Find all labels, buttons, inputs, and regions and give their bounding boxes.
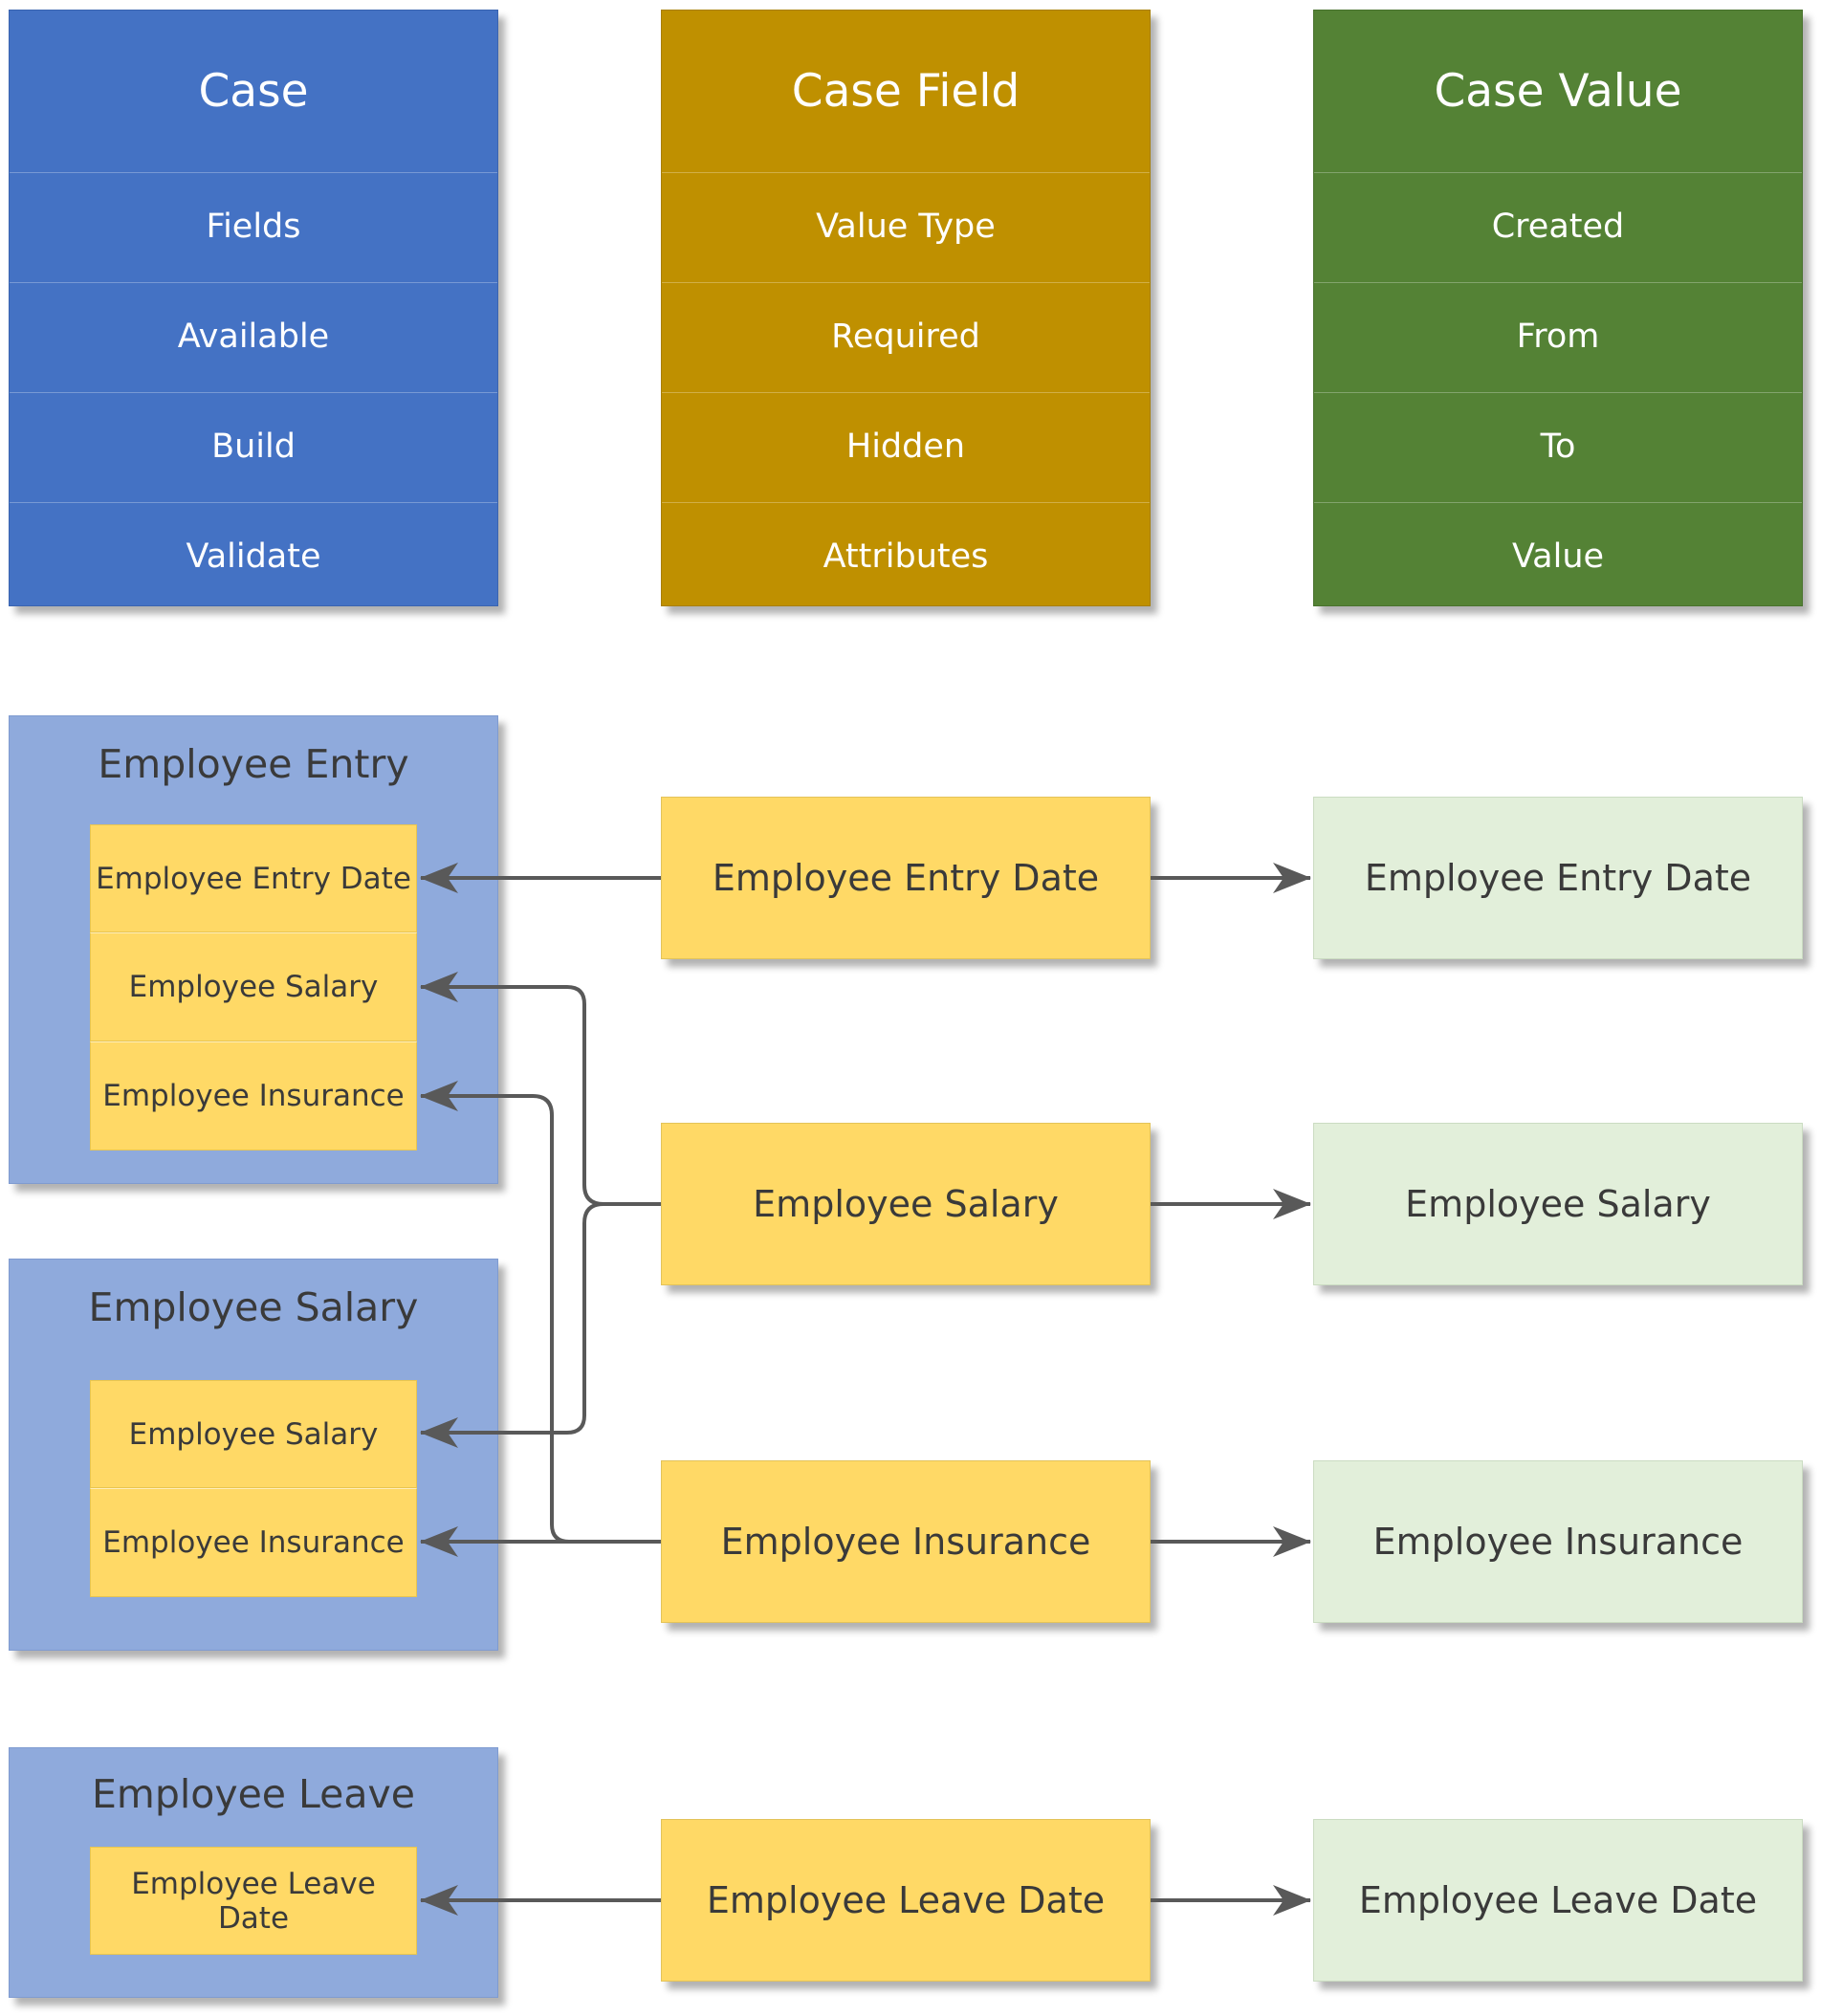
case-value-box: Employee Leave Date — [1313, 1819, 1803, 1982]
case-field-box: Employee Leave Date — [661, 1819, 1151, 1982]
case-group-employee-entry: Employee Entry Employee Entry Date Emplo… — [9, 715, 498, 1184]
case-value-box: Employee Insurance — [1313, 1460, 1803, 1623]
case-header-title: Case — [198, 65, 309, 118]
case-field-cell: Employee Leave Date — [90, 1847, 417, 1955]
connector-salary-to-entry — [420, 972, 661, 1206]
case-value-row-value: Value — [1314, 502, 1802, 612]
case-row-build: Build — [10, 392, 497, 502]
case-field-cell: Employee Insurance — [90, 1041, 417, 1150]
case-field-header-title: Case Field — [791, 65, 1020, 118]
case-value-row-from: From — [1314, 282, 1802, 392]
case-value-row-created: Created — [1314, 172, 1802, 282]
case-group-title: Employee Entry — [98, 741, 409, 787]
case-value-box: Employee Salary — [1313, 1123, 1803, 1285]
case-field-cell: Employee Salary — [90, 1380, 417, 1488]
case-value-header-card: Case Value Created From To Value — [1313, 10, 1803, 606]
case-group-title: Employee Leave — [91, 1771, 416, 1817]
case-field-row-value-type: Value Type — [662, 172, 1150, 282]
case-row-validate: Validate — [10, 502, 497, 612]
case-field-box: Employee Entry Date — [661, 797, 1151, 959]
case-field-box: Employee Insurance — [661, 1460, 1151, 1623]
connector-insurance-to-entry — [420, 1081, 661, 1544]
case-field-header-card: Case Field Value Type Required Hidden At… — [661, 10, 1151, 606]
case-field-row-attributes: Attributes — [662, 502, 1150, 612]
case-row-fields: Fields — [10, 172, 497, 282]
connector-salary-to-salary — [420, 1202, 661, 1448]
case-field-cell: Employee Salary — [90, 932, 417, 1041]
case-group-title: Employee Salary — [88, 1284, 419, 1330]
case-field-cell: Employee Insurance — [90, 1488, 417, 1597]
case-group-employee-salary: Employee Salary Employee Salary Employee… — [9, 1259, 498, 1651]
case-row-available: Available — [10, 282, 497, 392]
case-value-box: Employee Entry Date — [1313, 797, 1803, 959]
case-field-cell: Employee Entry Date — [90, 824, 417, 932]
case-header-card: Case Fields Available Build Validate — [9, 10, 498, 606]
case-field-row-hidden: Hidden — [662, 392, 1150, 502]
case-value-header-title: Case Value — [1434, 65, 1682, 118]
case-group-employee-leave: Employee Leave Employee Leave Date — [9, 1747, 498, 1998]
case-field-row-required: Required — [662, 282, 1150, 392]
case-value-row-to: To — [1314, 392, 1802, 502]
case-field-box: Employee Salary — [661, 1123, 1151, 1285]
